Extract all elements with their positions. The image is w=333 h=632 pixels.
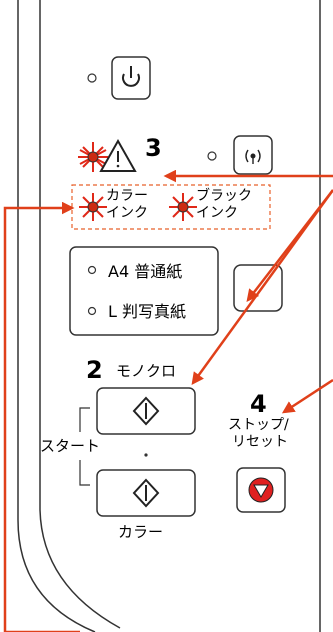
start-label: スタート bbox=[40, 437, 101, 455]
warning-triangle-icon bbox=[99, 138, 137, 172]
color-ink-led bbox=[87, 201, 99, 213]
black-ink-led bbox=[177, 201, 189, 213]
stop-reset-label-line2: リセット bbox=[232, 434, 288, 450]
stop-reset-label-line1: ストップ/ bbox=[228, 417, 289, 433]
panel-outline bbox=[17, 0, 321, 632]
black-ink-label-line1: ブラック bbox=[196, 188, 252, 204]
paper-a4-led bbox=[87, 265, 97, 275]
step-number-4: 4 bbox=[250, 390, 267, 418]
power-led bbox=[87, 73, 97, 83]
color-ink-label-line1: カラー bbox=[106, 188, 148, 204]
wifi-icon bbox=[245, 149, 261, 164]
paper-select-box bbox=[69, 246, 219, 336]
warning-led bbox=[87, 151, 99, 163]
step-number-2: 2 bbox=[86, 356, 103, 384]
start-diamond-icon bbox=[132, 478, 160, 508]
mono-label: モノクロ bbox=[116, 362, 177, 380]
wifi-led bbox=[207, 151, 217, 161]
start-diamond-icon bbox=[132, 396, 160, 426]
black-ink-label-line2: インク bbox=[196, 205, 238, 221]
paper-l-label: L 判写真紙 bbox=[108, 302, 187, 321]
paper-l-led bbox=[87, 306, 97, 316]
color-ink-label: カラー インク bbox=[106, 188, 148, 222]
step-number-3: 3 bbox=[145, 134, 162, 162]
callout-arrows bbox=[3, 169, 333, 632]
start-bracket bbox=[79, 407, 90, 486]
power-icon bbox=[122, 66, 140, 87]
color-label: カラー bbox=[118, 523, 164, 541]
color-ink-label-line2: インク bbox=[106, 205, 148, 221]
black-ink-label: ブラック インク bbox=[196, 188, 252, 222]
stop-reset-label: ストップ/ リセット bbox=[228, 417, 289, 451]
start-dot bbox=[144, 453, 148, 457]
paper-a4-label: A4 普通紙 bbox=[108, 262, 183, 281]
